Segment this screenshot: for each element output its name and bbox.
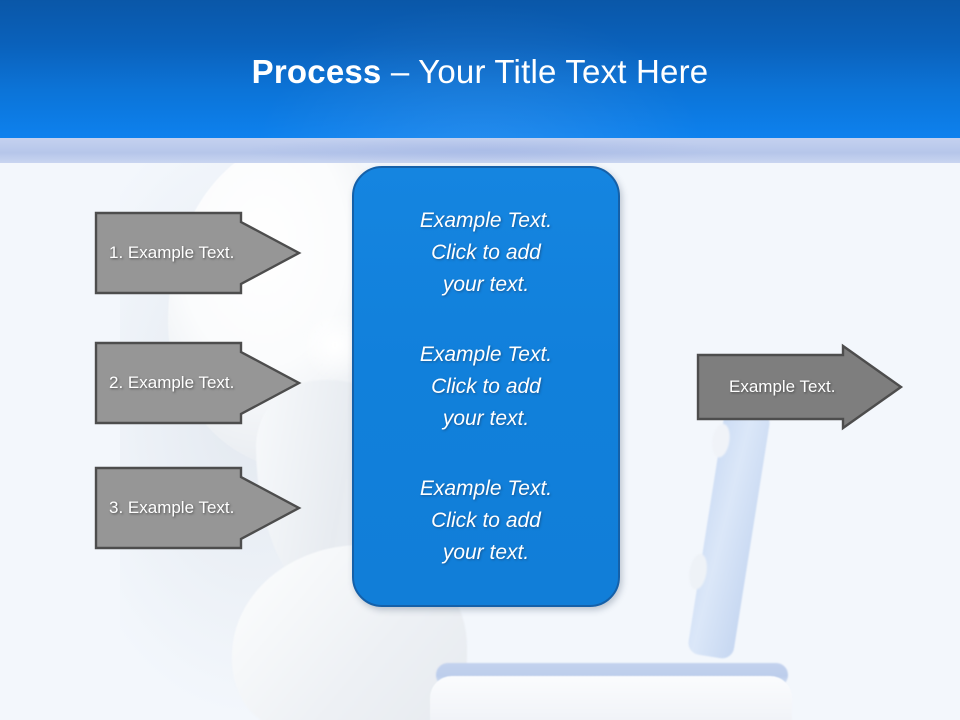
panel-text-block-1[interactable]: Example Text. Click to add your text. — [419, 208, 553, 296]
arrow-right-icon — [94, 341, 302, 425]
laptop-screen-shape — [686, 405, 772, 661]
output-arrow[interactable]: Example Text. — [696, 343, 904, 431]
panel-text-block-3[interactable]: Example Text. Click to add your text. — [419, 476, 553, 564]
panel-text-block-2[interactable]: Example Text. Click to add your text. — [419, 342, 553, 430]
input-arrow-2-label: 2. Example Text. — [109, 373, 235, 392]
arrow-right-icon — [696, 343, 904, 431]
input-arrow-1[interactable]: 1. Example Text. — [94, 211, 302, 295]
title-banner — [0, 0, 960, 138]
input-arrow-3-label: 3. Example Text. — [109, 498, 235, 517]
banner-sheen — [250, 0, 710, 138]
page-title: Process – Your Title Text Here — [0, 52, 960, 92]
accent-band-sheen — [250, 138, 720, 163]
page-title-rest: – Your Title Text Here — [381, 53, 709, 90]
arrow-right-icon — [94, 466, 302, 550]
input-arrow-3[interactable]: 3. Example Text. — [94, 466, 302, 550]
laptop-base-shape — [430, 676, 792, 720]
arrow-right-icon — [94, 211, 302, 295]
input-arrow-1-label: 1. Example Text. — [109, 243, 235, 262]
input-arrow-2[interactable]: 2. Example Text. — [94, 341, 302, 425]
content-panel[interactable]: Example Text. Click to add your text. Ex… — [352, 166, 620, 607]
output-arrow-label: Example Text. — [729, 377, 836, 396]
page-title-bold: Process — [251, 53, 382, 90]
